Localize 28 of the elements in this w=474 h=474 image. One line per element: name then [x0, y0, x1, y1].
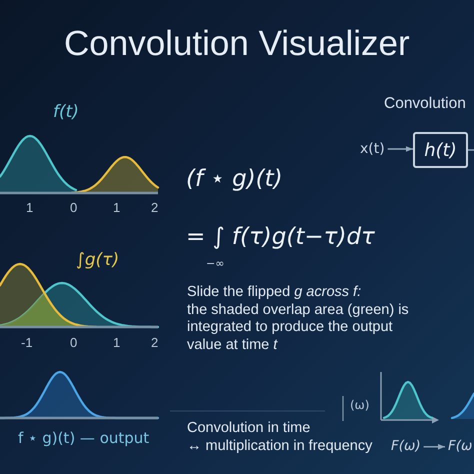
function-label: f(t) — [53, 103, 79, 123]
axis-tick-label: 0 — [70, 201, 78, 216]
system-box: h(t) — [413, 132, 468, 168]
axis-tick-label: 1 — [113, 336, 120, 351]
spectrum-label: F(ω — [448, 439, 472, 455]
connector-line — [468, 149, 474, 151]
arrow — [388, 146, 413, 152]
explanation-text: Slide the flipped g across f: — [187, 284, 362, 301]
function-label: ∫g(τ) — [76, 251, 120, 271]
axis-tick-label: 1 — [113, 201, 120, 216]
axis-tick-label: 1 — [26, 201, 34, 216]
axis-tick-label: 2 — [151, 336, 158, 351]
section-heading: Convolution — [384, 95, 466, 113]
spectrum-label: F(ω) — [391, 439, 421, 455]
note-text: Convolution in time — [187, 420, 310, 437]
arrow — [424, 444, 445, 450]
axis-tick-label: -1 — [21, 336, 33, 351]
explanation-text: the shaded overlap area (green) is integrated to produce the output value at time t — [187, 302, 410, 354]
output-label: f ⋆ g)(t) — output — [18, 430, 150, 448]
variable-label: (ω) — [350, 399, 370, 413]
integral-limit: −∞ — [206, 258, 224, 271]
note-text: ↔ multiplication in frequency — [187, 438, 372, 454]
axis-tick-label: 0 — [70, 336, 78, 351]
title: Convolution Visualizer — [64, 24, 410, 64]
formula: (f ⋆ g)(t) — [186, 166, 283, 192]
axis-tick-label: 2 — [151, 201, 158, 216]
signal-label: x(t) — [360, 141, 385, 158]
formula: = ∫ f(τ)g(t−τ)dτ — [186, 224, 375, 250]
